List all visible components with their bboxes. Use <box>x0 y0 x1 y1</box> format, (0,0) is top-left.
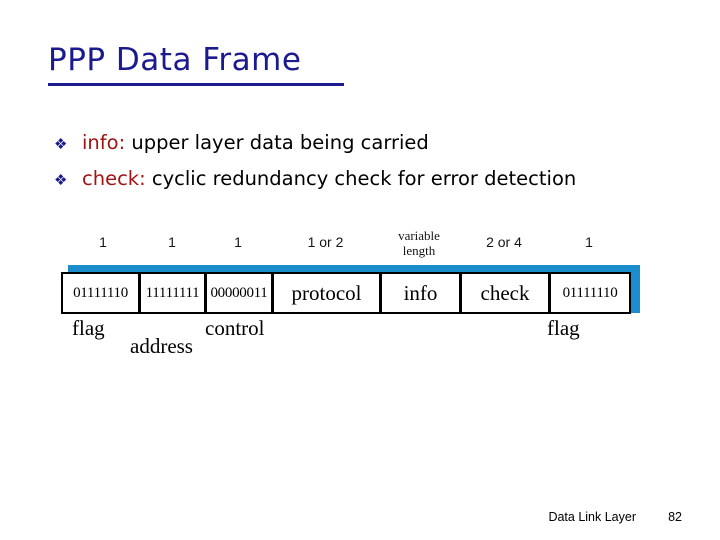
size-label-protocol: 1 or 2 <box>307 234 344 250</box>
ppp-frame-diagram: 1 1 1 1 or 2 variable length 2 or 4 1 01… <box>60 226 660 361</box>
field-label-flag-start: flag <box>72 316 105 340</box>
size-label-flag-1: 1 <box>99 234 107 250</box>
list-item-body: upper layer data being carried <box>125 131 429 154</box>
list-item-keyword: check: <box>82 167 146 190</box>
footer-page-number: 82 <box>668 510 682 524</box>
bullet-list: ❖ info: upper layer data being carried ❖… <box>52 128 652 200</box>
frame-field-control: 00000011 <box>205 272 273 314</box>
list-item-keyword: info: <box>82 131 126 154</box>
page-title: PPP Data Frame <box>48 42 302 78</box>
footer-chapter-label: Data Link Layer <box>548 510 636 524</box>
frame-field-address: 11111111 <box>139 272 206 314</box>
field-label-control: control <box>205 316 265 340</box>
frame-field-flag-start: 01111110 <box>61 272 140 314</box>
size-label-info-line2: length <box>402 243 436 258</box>
slide-footer: Data Link Layer 82 <box>0 510 720 530</box>
list-item-body: cyclic redundancy check for error detect… <box>145 167 577 190</box>
frame-field-protocol: protocol <box>272 272 381 314</box>
frame-field-info: info <box>380 272 461 314</box>
size-label-flag-2: 1 <box>585 234 593 250</box>
list-item-text: check: cyclic redundancy check for error… <box>82 164 652 194</box>
frame-field-flag-end: 01111110 <box>549 272 631 314</box>
size-label-address: 1 <box>168 234 176 250</box>
diamond-bullet-icon: ❖ <box>54 136 68 153</box>
size-label-check: 2 or 4 <box>486 234 522 250</box>
field-label-address: address <box>130 334 193 358</box>
list-item-text: info: upper layer data being carried <box>82 128 652 158</box>
frame-field-check: check <box>460 272 550 314</box>
title-underline <box>48 83 344 86</box>
field-label-flag-end: flag <box>547 316 580 340</box>
size-label-info-line1: variable <box>398 228 440 243</box>
list-item: ❖ check: cyclic redundancy check for err… <box>52 164 652 198</box>
size-label-control: 1 <box>234 234 242 250</box>
diamond-bullet-icon: ❖ <box>54 172 68 189</box>
list-item: ❖ info: upper layer data being carried <box>52 128 652 162</box>
